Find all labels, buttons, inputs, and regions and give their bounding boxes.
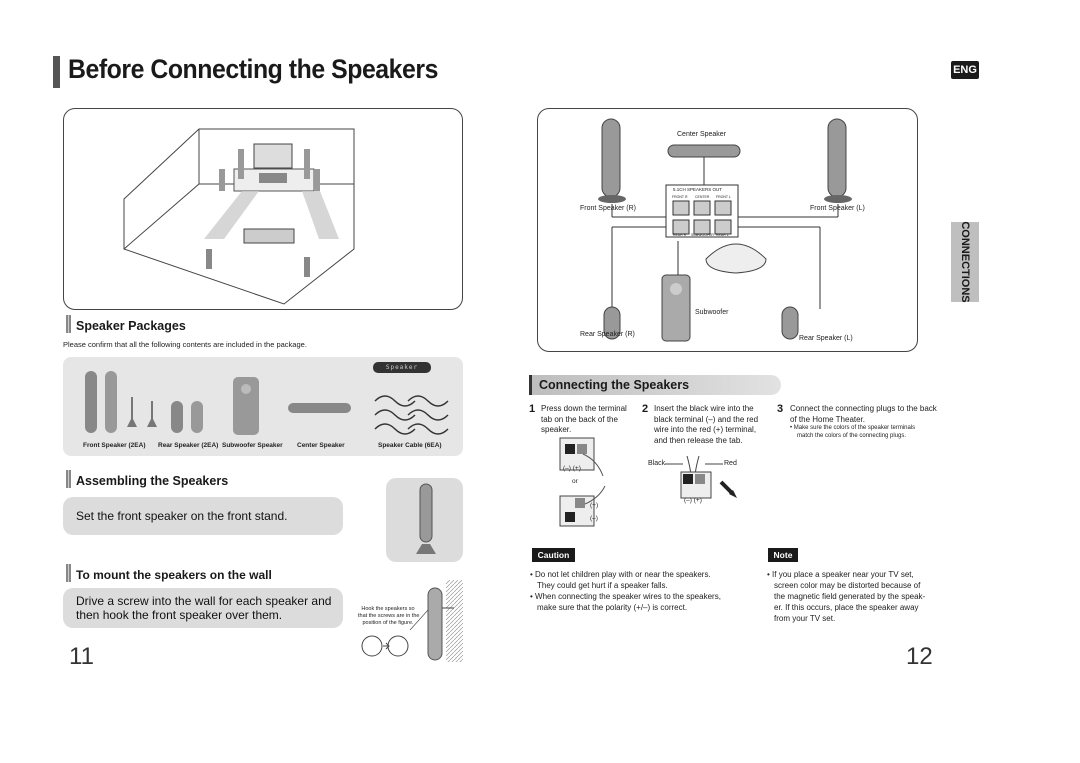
panel-subwoofer: SUBWOOFER [691, 233, 714, 237]
fig-minus-plus: (–) (+) [563, 465, 581, 472]
section-side-tab: CONNECTIONS [951, 221, 979, 303]
label-front-r: Front Speaker (R) [580, 205, 637, 212]
panel-rear-l: REAR L [716, 233, 729, 237]
step-3-note: • Make sure the colors of the speaker te… [790, 425, 916, 439]
side-tab-label: CONNECTIONS [959, 221, 971, 303]
fig-or: or [572, 478, 578, 485]
pkg-label-center: Center Speaker [297, 442, 345, 449]
caution-line: When connecting the speaker wires to the… [535, 592, 721, 601]
assembling-panel [63, 497, 343, 535]
step-3-note-line: match the colors of the connecting plugs… [797, 433, 907, 439]
assembling-title: Assembling the Speakers [76, 474, 229, 488]
label-front-l: Front Speaker (L) [810, 205, 865, 212]
connection-drawing [598, 118, 852, 342]
panel-center: CENTER [695, 195, 710, 199]
step-3-line: Connect the connecting plugs to the back [790, 404, 937, 413]
wall-text-1: Drive a screw into the wall for each spe… [76, 594, 332, 608]
language-badge: ENG [951, 61, 979, 79]
step-3-note-line: Make sure the colors of the speaker term… [793, 425, 916, 431]
connecting-header-bar [529, 375, 532, 395]
fig-minus: (–) [590, 515, 598, 522]
wall-hint-3: position of the figure. [362, 620, 414, 626]
label-subwoofer: Subwoofer [695, 309, 729, 316]
wall-hint-2: that the screws are in the [358, 613, 420, 619]
section-bar [66, 470, 71, 488]
label-rear-r: Rear Speaker (R) [580, 331, 635, 338]
packages-note: Please confirm that all the following co… [63, 340, 307, 349]
wall-text-2: then hook the front speaker over them. [76, 608, 283, 622]
caution-line: Do not let children play with or near th… [535, 570, 711, 579]
fig-red: Red [724, 460, 737, 467]
step-1-text: Press down the terminal tab on the back … [541, 404, 627, 436]
step-1-line: Press down the terminal [541, 404, 627, 413]
panel-title: 5.1CH SPEAKERS OUT [673, 187, 723, 192]
package-contents-panel: Front Speaker (2EA) Rear Speaker (2EA) S… [63, 357, 463, 456]
connection-diagram: Center Speaker Front Speaker (R) Front S… [537, 108, 918, 352]
label-rear-l: Rear Speaker (L) [799, 335, 853, 342]
caution-line: make sure that the polarity (+/–) is cor… [537, 603, 688, 612]
pkg-label-cable: Speaker Cable (6EA) [378, 442, 442, 449]
step-2-line: black terminal (–) and the red [654, 414, 759, 424]
step-1-drawing [559, 437, 606, 527]
pkg-label-front: Front Speaker (2EA) [83, 442, 146, 449]
room-drawing [123, 128, 355, 305]
label-center-speaker: Center Speaker [677, 131, 727, 138]
step-1-number: 1 [529, 403, 536, 415]
step-2-drawing [665, 455, 737, 499]
note-text: • If you place a speaker near your TV se… [767, 570, 926, 623]
wall-panel [63, 588, 343, 628]
section-bar [66, 315, 71, 333]
pkg-label-rear: Rear Speaker (2EA) [158, 442, 219, 449]
caution-line: They could get hurt if a speaker falls. [537, 581, 668, 590]
note-line: the magnetic field generated by the spea… [774, 592, 926, 601]
step-2-line: wire into the red (+) terminal, [654, 425, 757, 434]
stand-drawing [416, 483, 436, 554]
wall-hint: Hook the speakers so that the screws are… [358, 606, 420, 627]
step-2-text: Insert the black wire into the black ter… [654, 404, 758, 446]
step-2-line: Insert the black wire into the [654, 404, 754, 413]
note-line: from your TV set. [774, 614, 836, 623]
package-drawing [85, 371, 449, 435]
step-1-line: tab on the back of the [541, 414, 618, 424]
wall-illustration [350, 580, 463, 662]
section-bar [66, 564, 71, 582]
caution-label: Caution [532, 548, 575, 562]
step-3-number: 3 [777, 403, 784, 415]
assembling-text: Set the front speaker on the front stand… [76, 509, 288, 523]
wall-drawing [361, 580, 463, 662]
step-1-line: speaker. [541, 425, 572, 434]
pkg-label-subwoofer: Subwoofer Speaker [222, 442, 283, 449]
stand-illustration [386, 478, 463, 562]
note-line: screen color may be distorted because of [774, 581, 921, 590]
connecting-title: Connecting the Speakers [539, 378, 690, 392]
fig-plus: (+) [590, 502, 599, 509]
step-1-figure [555, 436, 625, 536]
wall-hint-1: Hook the speakers so [361, 606, 415, 612]
step-3-text: Connect the connecting plugs to the back… [790, 404, 937, 425]
panel-front-l: FRONT L [716, 195, 731, 199]
step-3-line: of the Home Theater. [790, 414, 866, 424]
step-2-number: 2 [642, 403, 649, 415]
panel-front-r: FRONT R [672, 195, 688, 199]
step-2-line: and then release the tab. [654, 435, 743, 445]
speaker-tag: Speaker [373, 362, 431, 373]
step-2-figure [645, 452, 745, 512]
page-number-right: 12 [906, 643, 933, 670]
fig-black: Black [648, 460, 666, 467]
note-label: Note [768, 548, 798, 562]
page-title: Before Connecting the Speakers [68, 54, 438, 84]
fig2-minus-plus: (–) (+) [684, 497, 702, 504]
room-illustration [63, 108, 463, 310]
caution-list: • Do not let children play with or near … [530, 570, 721, 612]
note-line: If you place a speaker near your TV set, [772, 570, 914, 579]
connecting-header [529, 375, 781, 395]
packages-title: Speaker Packages [76, 319, 186, 333]
note-line: er. If this occurs, place the speaker aw… [774, 603, 919, 612]
page-number-left: 11 [69, 643, 94, 670]
panel-rear-r: REAR R [673, 233, 687, 237]
wall-title: To mount the speakers on the wall [76, 568, 272, 582]
title-accent-bar [53, 56, 60, 88]
